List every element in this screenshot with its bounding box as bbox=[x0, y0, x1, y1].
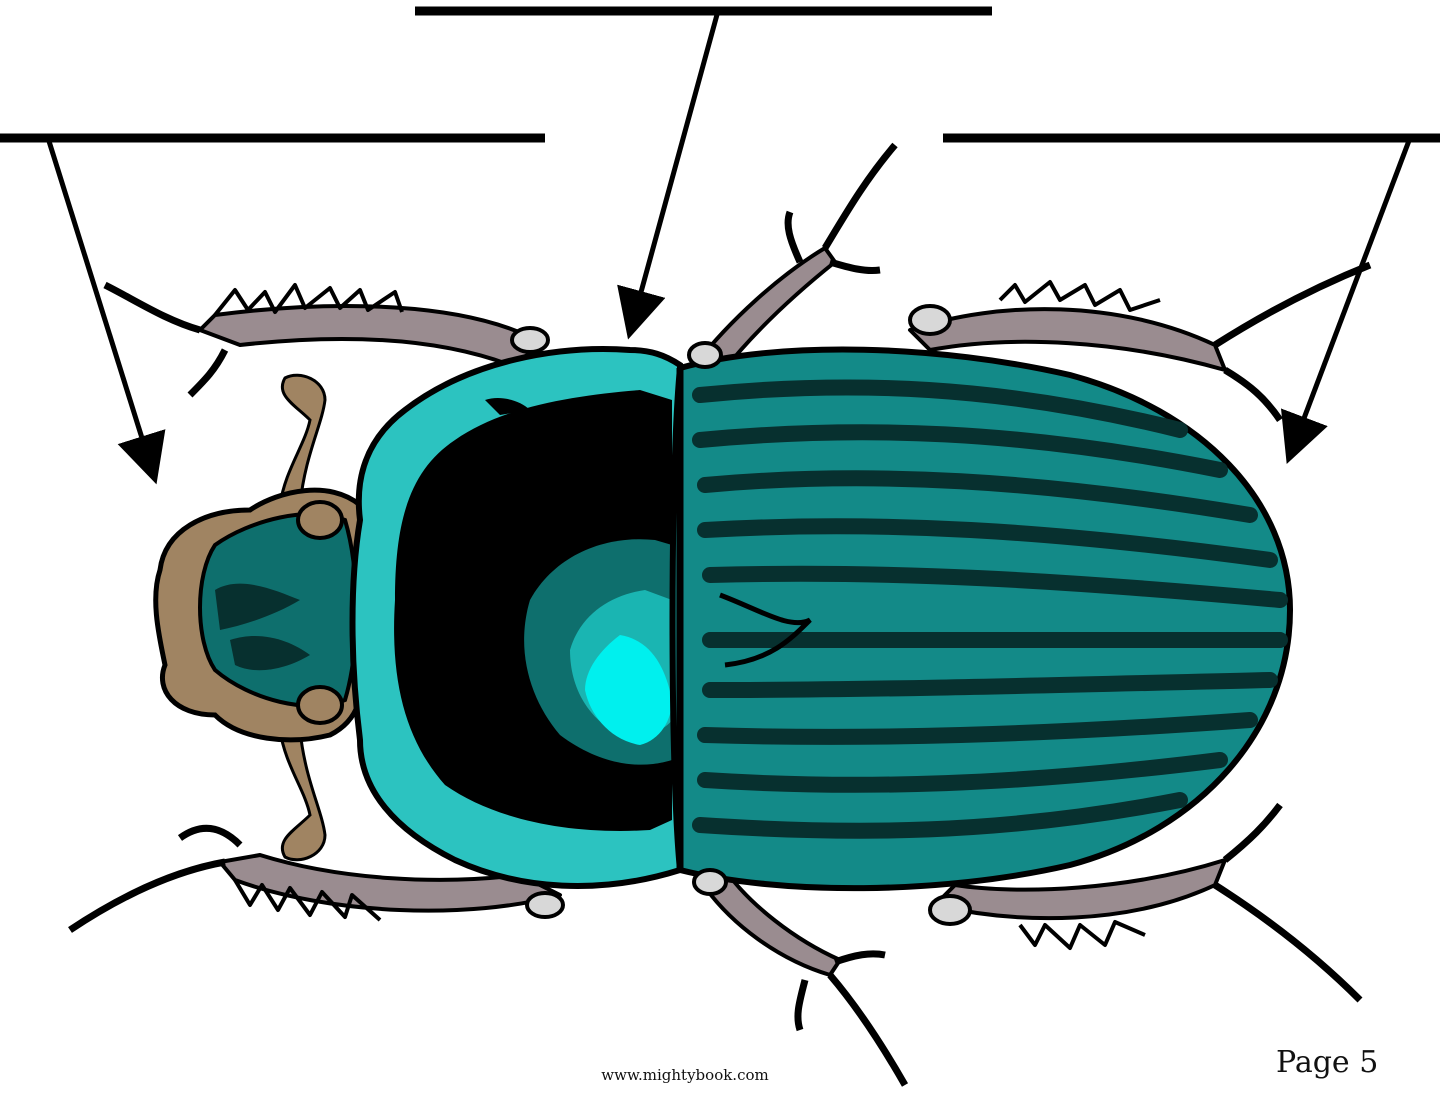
beetle-head bbox=[156, 490, 364, 740]
beetle-thorax bbox=[353, 349, 681, 886]
upper-antenna bbox=[280, 375, 325, 505]
front-left-leg bbox=[200, 306, 545, 365]
lower-antenna bbox=[280, 730, 325, 860]
thorax-arrow bbox=[632, 11, 718, 325]
beetle-abdomen bbox=[673, 350, 1291, 889]
footer-url[interactable]: www.mightybook.com bbox=[580, 1066, 790, 1084]
page-number: Page 5 bbox=[1276, 1045, 1378, 1080]
